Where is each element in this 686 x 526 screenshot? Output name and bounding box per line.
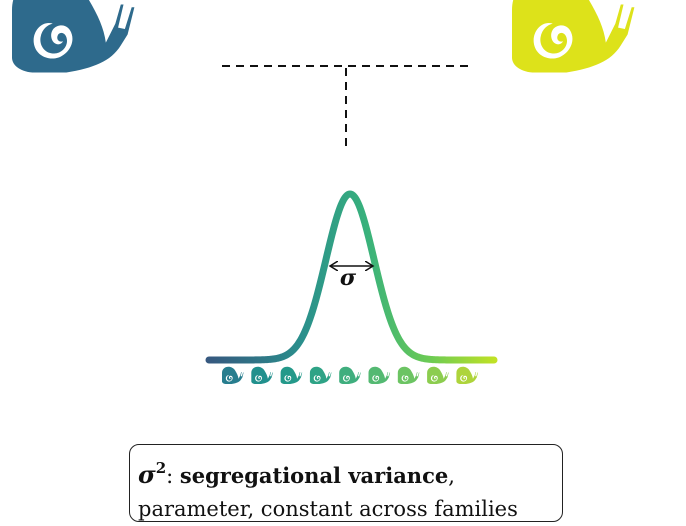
caption-symbol: σ: [138, 460, 156, 489]
offspring-snail-icon: [251, 366, 273, 385]
offspring-snail-icon: [309, 366, 332, 385]
caption-exponent: 2: [155, 459, 167, 477]
offspring-row: [222, 366, 478, 385]
caption-title: σ2: segregational variance,: [138, 455, 554, 490]
caption-description: parameter, constant across families: [138, 497, 518, 521]
offspring-snail-icon: [368, 366, 391, 385]
caption-term: segregational variance: [179, 463, 449, 488]
sigma-label: σ: [340, 265, 357, 291]
caption-comma: ,: [448, 464, 455, 488]
caption-colon: :: [166, 464, 174, 488]
parent-snail-right-icon: [512, 0, 635, 73]
offspring-snail-icon: [339, 366, 361, 385]
offspring-distribution-curve: [205, 190, 498, 364]
offspring-snail-icon: [427, 366, 449, 385]
offspring-snail-icon: [456, 366, 478, 385]
offspring-snail-icon: [222, 366, 244, 385]
offspring-snail-icon: [397, 366, 420, 385]
caption-box: σ2: segregational variance, parameter, c…: [129, 444, 563, 522]
offspring-snail-icon: [280, 366, 303, 385]
parent-snail-left-icon: [12, 0, 135, 73]
